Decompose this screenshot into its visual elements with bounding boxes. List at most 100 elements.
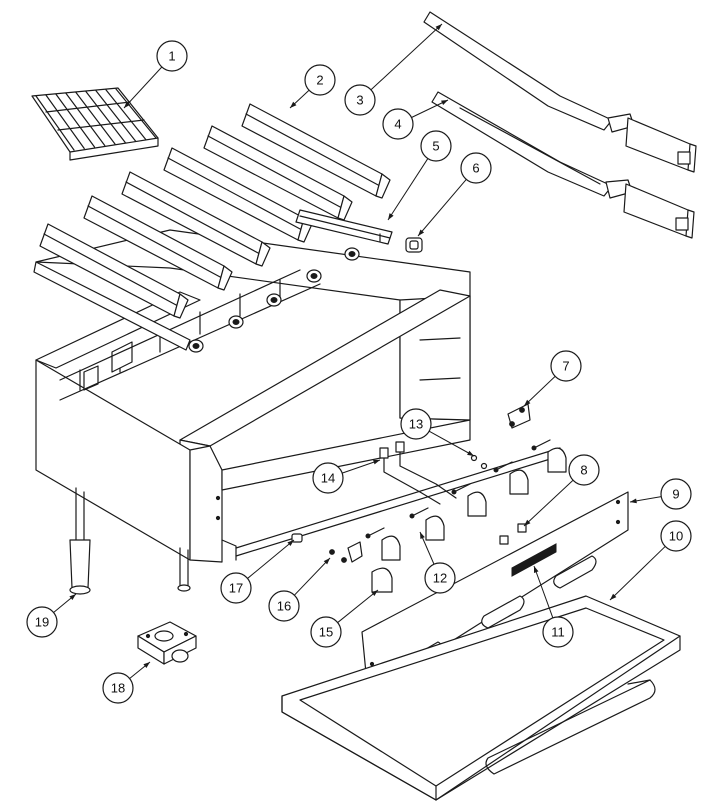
burner-nozzles — [188, 247, 360, 353]
callout-17: 17 — [220, 539, 295, 604]
part-fittings-13 — [470, 454, 488, 470]
callout-arrowhead — [373, 459, 380, 465]
callout-arrowhead — [143, 662, 150, 669]
callout-10: 10 — [609, 520, 692, 601]
valve-assembly — [531, 439, 567, 473]
callout-16: 16 — [268, 557, 331, 622]
callout-bubble — [568, 454, 600, 486]
part-burner-5 — [295, 209, 393, 245]
callout-arrowhead — [371, 590, 378, 596]
callout-arrowhead — [630, 498, 637, 504]
callout-arrowhead — [323, 558, 330, 565]
callout-bubble — [660, 478, 692, 510]
callout-13: 13 — [400, 408, 475, 457]
callout-number: 18 — [111, 681, 125, 696]
callout-arrowhead — [124, 101, 131, 108]
burner-nozzle — [228, 315, 244, 329]
part-drip-tray — [281, 595, 681, 801]
callout-8: 8 — [523, 454, 600, 527]
callout-leader — [533, 565, 554, 619]
callout-6: 6 — [417, 152, 492, 237]
part-bracket-8 — [499, 523, 527, 545]
callout-bubble — [268, 590, 300, 622]
valve-assembly — [409, 507, 445, 541]
callout-19: 19 — [26, 593, 77, 638]
valve-assembly — [493, 461, 529, 495]
callout-bubble — [312, 462, 344, 494]
callout-14: 14 — [312, 459, 381, 494]
callout-leader — [523, 479, 574, 527]
callout-number: 12 — [433, 571, 447, 586]
part-rod-3 — [423, 11, 697, 173]
burner-nozzle — [344, 247, 360, 261]
part-valve-7 — [507, 403, 531, 429]
callout-arrowhead — [388, 213, 394, 220]
callout-bubble — [424, 562, 456, 594]
callout-bubble — [156, 40, 188, 72]
callout-bubble — [344, 84, 376, 116]
grate-crossbar — [45, 101, 131, 113]
part-rod-4 — [431, 91, 695, 239]
callout-arrowhead — [524, 519, 531, 526]
callout-leader — [247, 539, 295, 579]
callout-number: 2 — [316, 73, 323, 88]
burner-nozzle — [188, 339, 204, 353]
part-vent-11 — [511, 543, 557, 577]
callout-15: 15 — [310, 589, 379, 648]
burner-tube — [33, 261, 191, 351]
radiant-cover — [83, 195, 233, 291]
callout-arrowhead — [610, 593, 617, 600]
callout-number: 15 — [319, 625, 333, 640]
callout-bubble — [660, 520, 692, 552]
callout-leader — [417, 179, 467, 237]
part-regulator — [137, 621, 197, 665]
callout-arrowhead — [435, 24, 442, 31]
valve-assembly — [365, 527, 401, 561]
part-nut-6 — [405, 237, 423, 253]
callout-bubble — [420, 130, 452, 162]
callout-number: 7 — [562, 359, 569, 374]
callout-number: 17 — [229, 581, 243, 596]
callout-arrowhead — [418, 229, 425, 236]
callout-leader — [411, 99, 449, 118]
callout-number: 14 — [321, 471, 335, 486]
grate-bar — [75, 91, 116, 145]
callout-number: 8 — [580, 463, 587, 478]
callout-number: 6 — [472, 161, 479, 176]
callout-arrowhead — [524, 399, 531, 406]
callout-bubble — [310, 616, 342, 648]
callout-bubble — [550, 350, 582, 382]
callout-bubble — [26, 606, 58, 638]
callout-leader — [428, 430, 475, 457]
callout-leader — [523, 375, 556, 407]
valve-assembly — [451, 483, 487, 517]
callout-12: 12 — [419, 531, 456, 594]
callout-7: 7 — [523, 350, 582, 407]
callout-bubble — [304, 64, 336, 96]
callout-arrowhead — [290, 101, 297, 108]
callout-bubble — [382, 108, 414, 140]
callout-leader — [609, 546, 666, 601]
callout-11: 11 — [533, 565, 574, 648]
callout-bubble — [102, 672, 134, 704]
callout-18: 18 — [102, 661, 151, 704]
callout-4: 4 — [382, 99, 449, 140]
callout-2: 2 — [289, 64, 336, 109]
part-grate — [31, 87, 159, 161]
grate-bar — [105, 89, 147, 141]
callout-number: 13 — [409, 417, 423, 432]
part-radiants — [33, 103, 391, 351]
burner-nozzle — [266, 293, 282, 307]
callout-number: 5 — [432, 139, 439, 154]
callout-3: 3 — [344, 23, 443, 116]
callout-arrowhead — [287, 540, 294, 547]
callout-number: 11 — [551, 625, 565, 640]
callout-arrowhead — [533, 566, 539, 573]
part-body — [35, 229, 471, 595]
callout-leader — [294, 557, 331, 596]
callout-leader — [387, 158, 429, 221]
callout-number: 1 — [168, 49, 175, 64]
